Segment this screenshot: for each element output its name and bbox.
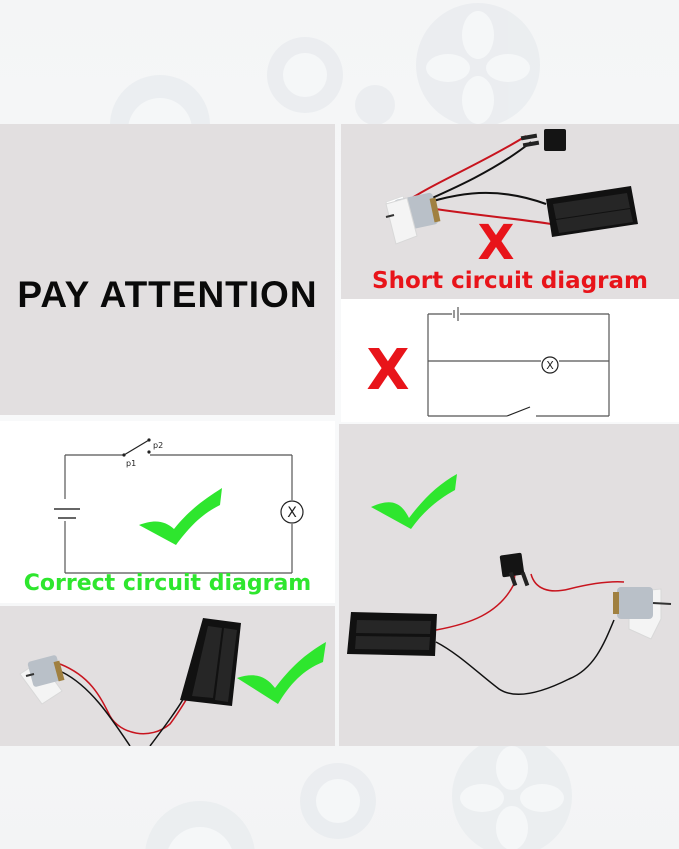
check-mark-icon bbox=[237, 642, 326, 704]
correct-circuit-schematic: p1 p2 X bbox=[54, 438, 304, 574]
lamp-icon: X bbox=[280, 500, 304, 524]
battery-holder-icon bbox=[546, 186, 638, 237]
rocker-switch-icon bbox=[520, 129, 566, 151]
short-circuit-schematic-panel: X X bbox=[341, 299, 679, 422]
svg-text:X: X bbox=[546, 359, 554, 372]
short-circuit-photo-illustration: X bbox=[385, 129, 638, 271]
correct-circuit-label: Correct circuit diagram bbox=[23, 571, 312, 596]
page-title: PAY ATTENTION bbox=[17, 274, 318, 315]
dc-motor-icon bbox=[19, 655, 65, 705]
correct-circuit-photo-small-panel bbox=[0, 606, 335, 746]
correct-circuit-photo-large-illustration bbox=[347, 474, 672, 695]
error-x-mark: X bbox=[366, 338, 409, 403]
switch-icon: p1 p2 bbox=[122, 438, 163, 468]
rocker-switch-icon bbox=[499, 552, 530, 587]
correct-circuit-schematic-panel: p1 p2 X Correct circuit diagram bbox=[0, 421, 335, 603]
check-mark-icon bbox=[371, 474, 457, 529]
background-gears-bottom bbox=[145, 746, 572, 849]
switch-contact-p1: p1 bbox=[126, 459, 136, 468]
short-circuit-label: Short circuit diagram bbox=[372, 268, 648, 294]
dc-motor-icon bbox=[385, 192, 441, 245]
pay-attention-panel: PAY ATTENTION bbox=[0, 124, 335, 415]
dc-motor-icon bbox=[613, 587, 672, 640]
short-circuit-photo-panel: X Short circuit diagram bbox=[341, 124, 679, 299]
correct-circuit-photo-large-panel bbox=[339, 424, 679, 746]
switch-contact-p2: p2 bbox=[153, 441, 163, 450]
battery-holder-icon bbox=[180, 618, 241, 706]
background-gears-top bbox=[110, 3, 540, 124]
correct-circuit-photo-small-illustration bbox=[19, 618, 326, 746]
short-circuit-schematic: X X bbox=[366, 307, 610, 417]
lamp-icon: X bbox=[541, 356, 559, 374]
error-x-mark: X bbox=[477, 215, 514, 271]
check-mark-icon bbox=[139, 488, 222, 545]
battery-holder-icon bbox=[347, 612, 437, 656]
svg-text:X: X bbox=[287, 505, 297, 521]
